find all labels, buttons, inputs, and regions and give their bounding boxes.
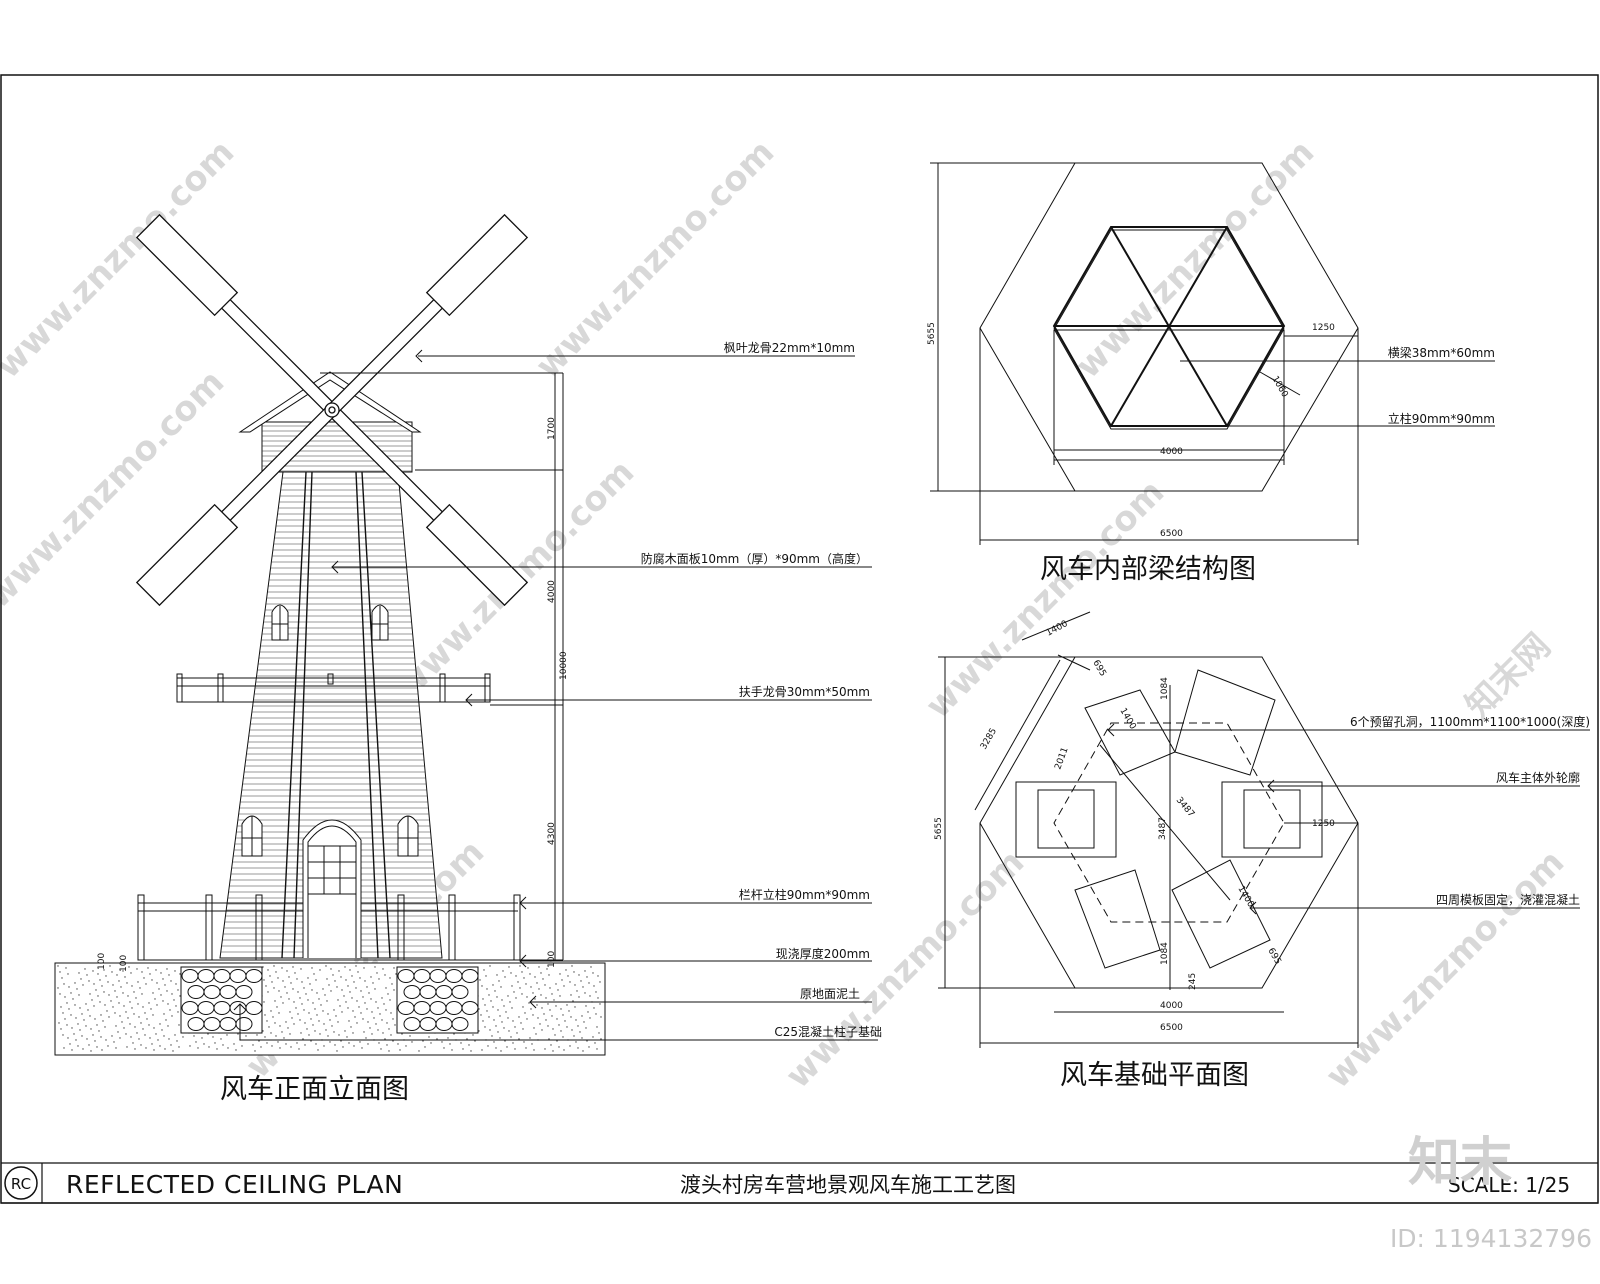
watermark-url: www.znzmo.com: [778, 842, 1032, 1096]
dim-1250: 1250: [1312, 323, 1335, 333]
dim-4300: 4300: [547, 822, 557, 845]
annotation-handrail: 扶手龙骨30mm*50mm: [739, 684, 870, 699]
annotation-reserved-holes: 6个预留孔洞，1100mm*1100*1000(深度): [1350, 714, 1590, 729]
lower-windows: [241, 815, 419, 857]
upper-windows: [271, 604, 389, 641]
cap-roof: [238, 371, 422, 433]
tower-batten: [293, 471, 313, 959]
dim-3285: 3285: [979, 727, 999, 752]
tower-batten: [361, 471, 391, 959]
foundation-plan: [938, 611, 1590, 1048]
windmill-elevation: [54, 213, 878, 1056]
dim-695-bottom: 695: [1265, 947, 1282, 967]
hole: [1074, 869, 1161, 969]
watermark-url: www.znzmo.com: [918, 472, 1172, 726]
dim-100-c: 100: [547, 951, 557, 968]
project-title: 渡头村房车营地景观风车施工工艺图: [680, 1173, 1016, 1197]
dim-3487-a: 3487: [1158, 817, 1168, 840]
footing-stones: [181, 969, 479, 1031]
tower-batten: [281, 471, 307, 959]
watermark-url: www.znzmo.com: [1318, 842, 1572, 1096]
annotation-wood-panel: 防腐木面板10mm（厚）*90mm（高度）: [641, 551, 868, 566]
dim-5655: 5655: [934, 817, 944, 840]
plan-name: REFLECTED CEILING PLAN: [66, 1170, 403, 1199]
dim-1400-right: 1400: [1235, 885, 1255, 910]
hole-inner: [1243, 789, 1301, 849]
ground-slab: [54, 962, 606, 1056]
watermark-url: www.znzmo.com: [0, 132, 242, 386]
watermark-id: ID: 1194132796: [1390, 1224, 1592, 1253]
reserved-holes: [1015, 669, 1323, 969]
elevation-caption: 风车正面立面图: [220, 1074, 409, 1105]
annotation-column-footing: C25混凝土柱子基础: [774, 1024, 882, 1039]
hole: [1221, 781, 1323, 858]
dim-1700: 1700: [547, 417, 557, 440]
watermark-url: www.znzmo.com: [0, 362, 232, 616]
foundation-plan-caption: 风车基础平面图: [1060, 1060, 1249, 1091]
annotation-sail-frame: 枫叶龙骨22mm*10mm: [724, 340, 855, 355]
dim-10000: 10000: [559, 651, 569, 680]
dim-3487-b: 3487: [1174, 796, 1196, 820]
tower-batten: [355, 471, 379, 959]
dim-1084-bottom: 1084: [1160, 942, 1170, 965]
watermark-brand: 知末网: [1458, 626, 1558, 726]
dim-695-top: 695: [1090, 659, 1107, 679]
windmill-outline: [1053, 722, 1285, 923]
beam-plan-caption: 风车内部梁结构图: [1040, 554, 1256, 585]
dim-4000: 4000: [1160, 447, 1183, 457]
dim-6500: 6500: [1160, 529, 1183, 539]
annotation-railing-post: 栏杆立柱90mm*90mm: [739, 887, 870, 902]
scale-label: SCALE: 1/25: [1448, 1173, 1570, 1197]
dim-100-b: 100: [119, 955, 129, 972]
annotation-cast-thickness: 现浇厚度200mm: [776, 946, 870, 961]
diagonal: [1099, 744, 1231, 901]
hole: [1171, 859, 1271, 969]
annotation-main-outline: 风车主体外轮廓: [1496, 770, 1580, 785]
dim-100-a: 100: [97, 953, 107, 970]
dim-1250: 1250: [1312, 819, 1335, 829]
dim-2011: 2011: [1053, 746, 1070, 771]
dim-4000: 4000: [547, 580, 557, 603]
windmill-sails: [135, 213, 529, 607]
dim-6500: 6500: [1160, 1023, 1183, 1033]
dim-1400-left: 1400: [1117, 707, 1137, 732]
elevation-dimension: [320, 372, 564, 961]
dim-245: 245: [1188, 973, 1198, 990]
elevation-leaders: [233, 349, 878, 1041]
annotation-formwork: 四周模板固定，浇灌混凝土: [1436, 892, 1580, 907]
ground-dots: [57, 965, 602, 1052]
hole: [1174, 669, 1276, 776]
rc-badge-circle: [4, 1166, 38, 1200]
annotation-crossbeam: 横梁38mm*60mm: [1388, 345, 1495, 360]
dim-4000: 4000: [1160, 1001, 1183, 1011]
watermark-logo: 知末: [1408, 1133, 1512, 1193]
upper-balcony-railing: [176, 673, 491, 703]
rc-badge: RC: [11, 1175, 31, 1193]
title-block: [1, 1162, 1598, 1204]
beam-structure-plan: [930, 162, 1495, 545]
arched-window: [302, 819, 362, 958]
annotation-column: 立柱90mm*90mm: [1388, 411, 1495, 426]
hole: [1015, 781, 1117, 858]
hole: [1084, 689, 1176, 776]
dim-5655: 5655: [927, 322, 937, 345]
hole-inner: [1037, 789, 1095, 849]
dim-1084-top: 1084: [1160, 677, 1170, 700]
annotation-soil: 原地面泥土: [800, 987, 860, 1001]
